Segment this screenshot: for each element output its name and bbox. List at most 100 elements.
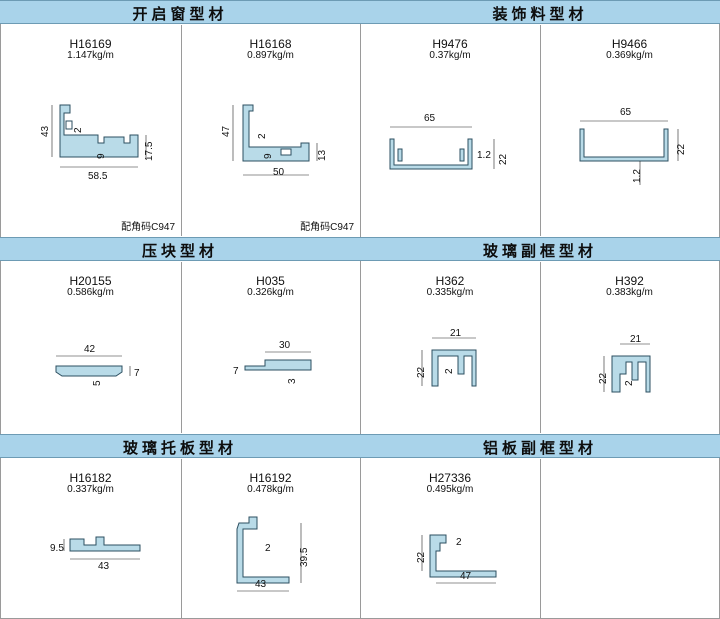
profile-code: H362 [435,274,465,288]
dimension-label: 39.5 [299,547,310,567]
dimension-label: 17.5 [144,141,155,161]
dimension-label: 9.5 [50,543,64,554]
profile-code: H9476 [432,37,468,51]
profile-drawing: 21 22 2 [598,334,651,393]
dimension-label: 13 [317,149,328,161]
dimension-label: 43 [40,125,51,137]
dimension-label: 5 [92,380,103,386]
dimension-label: 43 [255,579,267,590]
dimension-label: 2 [444,368,455,374]
profile-cell: H20155 0.586kg/m 42 5 7 [0,262,181,433]
profile-drawing: 42 5 7 [55,344,140,386]
profile-drawing: 47 2 9 13 50 [221,104,328,178]
dimension-label: 47 [221,125,232,137]
profile-weight: 0.337kg/m [67,484,114,495]
profile-cell: H16192 0.478kg/m 2 39.5 43 [181,459,360,619]
section-header: 压块型材 [0,237,360,261]
profile-drawing: 30 7 3 [233,340,312,384]
dimension-label: 7 [134,368,140,379]
profile-weight: 0.897kg/m [247,50,294,61]
section-header: 铝板副框型材 [360,434,720,458]
dimension-label: 58.5 [88,171,108,182]
dimension-label: 2 [257,133,268,139]
profile-drawing: 65 1.2 22 [389,113,509,170]
profile-weight: 0.326kg/m [247,287,294,298]
profile-weight: 0.335kg/m [426,287,474,298]
grid-line [181,25,182,236]
profile-weight: 0.369kg/m [606,50,653,61]
section-title: 装饰料型材 [492,5,588,23]
profile-drawing: 2 39.5 43 [236,516,310,592]
profile-note: 配角码C947 [300,222,354,233]
section-title: 玻璃副框型材 [482,242,597,260]
dimension-label: 1.2 [632,169,643,183]
dimension-label: 9 [263,153,274,159]
profile-cell: H362 0.335kg/m 21 22 2 [360,262,540,433]
grid-line [540,459,541,619]
section-title: 铝板副框型材 [482,439,597,457]
dimension-label: 1.2 [477,150,491,161]
profile-cell: H27336 0.495kg/m 22 2 47 [360,459,540,619]
profile-drawing: 65 22 1.2 [579,107,687,185]
profile-code: H392 [615,274,644,288]
dimension-label: 3 [287,378,298,384]
profile-code: H035 [256,274,285,288]
profile-weight: 0.37kg/m [429,50,471,61]
grid-line [181,262,182,433]
profile-code: H20155 [69,274,112,288]
dimension-label: 22 [416,366,427,378]
profile-cell: H9476 0.37kg/m 65 1.2 22 [360,25,540,236]
profile-weight: 0.495kg/m [426,484,474,495]
profile-weight: 0.586kg/m [67,287,114,298]
dimension-label: 65 [424,113,436,124]
profile-code: H16182 [69,471,112,485]
dimension-label: 30 [279,340,291,351]
dimension-label: 22 [676,143,687,155]
dimension-label: 2 [73,127,84,133]
profile-weight: 0.383kg/m [606,287,653,298]
grid-line [540,25,541,236]
section-header: 玻璃副框型材 [360,237,720,261]
profile-cell: H392 0.383kg/m 21 22 2 [540,262,719,433]
profile-code: H16192 [249,471,292,485]
dimension-label: 22 [498,153,509,165]
profile-cell: H16168 0.897kg/m 47 2 9 13 50 配角码C947 [181,25,360,236]
profile-note: 配角码C947 [121,222,175,233]
section-title: 压块型材 [141,242,218,260]
dimension-label: 2 [456,537,462,548]
section-header: 装饰料型材 [360,0,720,24]
profile-cell: H035 0.326kg/m 30 7 3 [181,262,360,433]
section-header: 玻璃托板型材 [0,434,360,458]
dimension-label: 43 [98,561,110,572]
profile-code: H16168 [249,37,292,51]
dimension-label: 21 [630,334,642,345]
dimension-label: 9 [96,153,107,159]
dimension-label: 42 [84,344,96,355]
profile-weight: 0.478kg/m [247,484,294,495]
dimension-label: 47 [460,571,472,582]
section-header: 开启窗型材 [0,0,360,24]
dimension-label: 7 [233,366,239,377]
profile-cell: H16182 0.337kg/m 9.5 43 [0,459,181,619]
dimension-label: 2 [624,380,635,386]
grid-line [360,0,361,619]
profile-drawing: 21 22 2 [416,328,477,387]
profile-cell: H9466 0.369kg/m 65 22 1.2 [540,25,719,236]
section-title: 玻璃托板型材 [122,439,237,457]
dimension-label: 22 [598,372,609,384]
profile-code: H16169 [69,37,112,51]
profile-drawing: 43 2 9 17.5 58.5 [40,104,155,182]
dimension-label: 65 [620,107,632,118]
dimension-label: 2 [265,543,271,554]
dimension-label: 22 [416,551,427,563]
section-title: 开启窗型材 [132,5,228,23]
profile-code: H9466 [611,37,648,51]
dimension-label: 50 [273,167,285,178]
dimension-label: 21 [450,328,462,339]
profile-drawing: 22 2 47 [416,534,497,584]
profile-code: H27336 [428,471,472,485]
profile-weight: 1.147kg/m [67,50,114,61]
grid-line [540,262,541,433]
profile-drawing: 9.5 43 [50,536,141,572]
